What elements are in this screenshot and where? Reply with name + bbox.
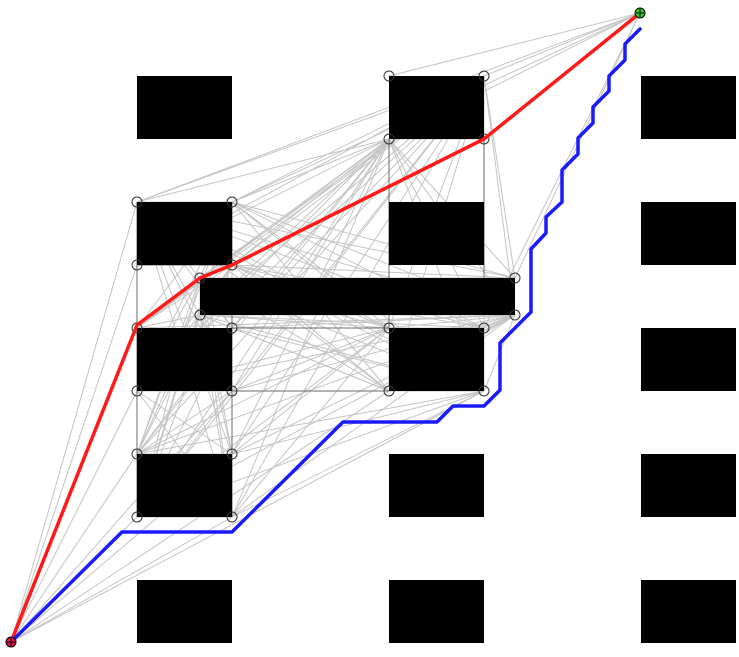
endpoint-markers [5, 7, 646, 648]
obstacle-block-c2-r3 [389, 328, 484, 391]
visibility-edge-187 [136, 390, 485, 455]
graph-vertex-21 [226, 448, 238, 460]
visibility-edge-103 [136, 264, 233, 329]
visibility-edge-50 [136, 138, 390, 329]
visibility-edge-43 [231, 138, 390, 203]
graph-vertex-4 [131, 196, 143, 208]
visibility-edge-84 [231, 201, 516, 279]
graph-vertex-7 [226, 259, 238, 271]
obstacle-block-c2-r5 [389, 580, 484, 643]
grid-path-line [9, 27, 642, 644]
graph-vertex-6 [131, 259, 143, 271]
graph-vertices [131, 70, 521, 523]
obstacle-block-c1-r5 [137, 580, 232, 643]
graph-vertex-20 [131, 448, 143, 460]
visibility-edge-190 [231, 390, 485, 518]
graph-vertex-22 [131, 511, 143, 523]
obstacle-block-c1-r4 [137, 454, 232, 517]
graph-vertex-18 [383, 385, 395, 397]
obstacle-block-c3-r4 [641, 454, 736, 517]
optimal-path-line [9, 11, 642, 644]
visibility-edge-145 [388, 314, 516, 329]
graph-vertex-13 [226, 322, 238, 334]
visibility-edge-28 [483, 75, 516, 316]
graph-vertex-17 [226, 385, 238, 397]
graph-vertex-16 [131, 385, 143, 397]
graph-vertex-3 [478, 133, 490, 145]
obstacle-block-c3-r3 [641, 328, 736, 391]
graph-vertex-8 [194, 272, 206, 284]
obstacle-block-c3-r2 [641, 202, 736, 265]
visibility-edge-131 [136, 314, 201, 329]
visibility-edge-143 [136, 314, 516, 329]
graph-vertex-15 [478, 322, 490, 334]
visibility-edge-144 [231, 314, 516, 329]
visibility-edge-100 [231, 264, 516, 279]
graph-vertex-0 [383, 70, 395, 82]
visibility-edge-4 [10, 453, 138, 643]
obstacle-block-c1-r1 [137, 76, 232, 139]
graph-vertex-1 [478, 70, 490, 82]
graph-vertex-9 [509, 272, 521, 284]
obstacle-block-c1-r3 [137, 328, 232, 391]
graph-vertex-11 [509, 309, 521, 321]
obstacle-block-c2-r2 [389, 202, 484, 265]
visibility-edge-6 [10, 516, 233, 643]
goal-point-icon [634, 7, 646, 19]
obstacles [137, 76, 736, 643]
graph-vertex-23 [226, 511, 238, 523]
visibility-edge-183 [136, 390, 233, 455]
graph-vertex-2 [383, 133, 395, 145]
visibility-edge-45 [231, 138, 390, 266]
visibility-edge-12 [483, 12, 641, 77]
visibility-edge-11 [388, 12, 641, 77]
obstacle-block-c3-r1 [641, 76, 736, 139]
visibility-edge-0 [10, 201, 138, 643]
obstacle-block-c2-r1 [389, 76, 484, 139]
obstacle-bar [200, 278, 515, 315]
visibility-edge-134 [199, 314, 485, 329]
visibility-edge-42 [136, 138, 390, 203]
obstacle-block-c2-r4 [389, 454, 484, 517]
start-point-icon [5, 636, 17, 648]
visibility-edge-1 [10, 264, 138, 643]
obstacle-block-c1-r2 [137, 202, 232, 265]
paths [9, 11, 642, 644]
graph-vertex-5 [226, 196, 238, 208]
graph-vertex-19 [478, 385, 490, 397]
visibility-edge-3 [10, 390, 138, 643]
graph-vertex-10 [194, 309, 206, 321]
visibility-edge-14 [136, 12, 641, 203]
visibility-edge-26 [483, 75, 516, 279]
obstacle-block-c3-r5 [641, 580, 736, 643]
graph-vertex-14 [383, 322, 395, 334]
visibility-edge-167 [231, 327, 390, 392]
